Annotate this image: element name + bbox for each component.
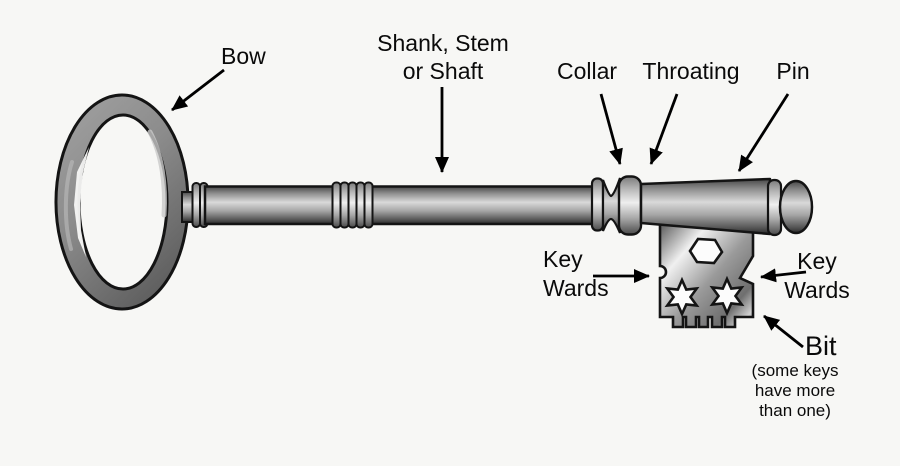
pin-knob bbox=[778, 179, 814, 235]
bit-star-cutout-left bbox=[664, 276, 700, 318]
key-wards-right-label-line1: Key bbox=[797, 248, 837, 274]
collar-arrow bbox=[599, 93, 623, 165]
key-wards-left-label-line2: Wards bbox=[543, 275, 609, 301]
bow-label: Bow bbox=[221, 43, 266, 69]
bit-hexagon-cutout bbox=[688, 237, 724, 265]
bit-note-line2: have more bbox=[754, 381, 836, 400]
bow-arrow bbox=[171, 68, 225, 112]
shaft-ring-cluster bbox=[331, 181, 374, 229]
bit-arrow bbox=[763, 314, 804, 349]
shank-label-line1: Shank, Stem bbox=[377, 30, 509, 56]
annotation-arrows bbox=[171, 68, 807, 349]
key-wards-right-label-line2: Wards bbox=[784, 277, 850, 303]
key-wards-right-label: Key Wards bbox=[784, 247, 850, 305]
key-bow bbox=[54, 93, 190, 311]
pin-arrow bbox=[737, 93, 790, 172]
bit-note-line3: than one) bbox=[759, 401, 831, 420]
collar-label: Collar bbox=[556, 58, 618, 84]
shank-label: Shank, Stem or Shaft bbox=[377, 29, 509, 85]
key-wards-left-label-line1: Key bbox=[543, 246, 583, 272]
throating-arrow bbox=[649, 93, 679, 165]
shaft-ring-bow-1 bbox=[191, 182, 201, 228]
throating-ridge-ring bbox=[590, 177, 605, 232]
key-shaft-assembly bbox=[181, 175, 814, 237]
bow-left-highlight bbox=[63, 160, 74, 251]
bit-star-cutout-right bbox=[709, 275, 745, 317]
key-wards-left-label: Key Wards bbox=[543, 245, 609, 303]
bit-label: Bit bbox=[805, 331, 837, 361]
shaft-body bbox=[203, 185, 596, 226]
forward-shaft bbox=[639, 177, 772, 236]
pin-label: Pin bbox=[776, 58, 810, 84]
bow-right-highlight bbox=[147, 129, 167, 218]
key-wards-right-arrow bbox=[760, 268, 807, 283]
throating-label: Throating bbox=[642, 58, 740, 84]
collar-ring bbox=[617, 175, 643, 236]
bit-note: (some keys have more than one) bbox=[752, 361, 839, 421]
bit-plate bbox=[658, 218, 755, 329]
shank-label-line2: or Shaft bbox=[402, 58, 484, 84]
throating-waist bbox=[601, 177, 622, 234]
bow-inner-highlight bbox=[74, 147, 89, 257]
bit-note-line1: (some keys bbox=[751, 361, 839, 380]
key-bit bbox=[658, 218, 755, 329]
